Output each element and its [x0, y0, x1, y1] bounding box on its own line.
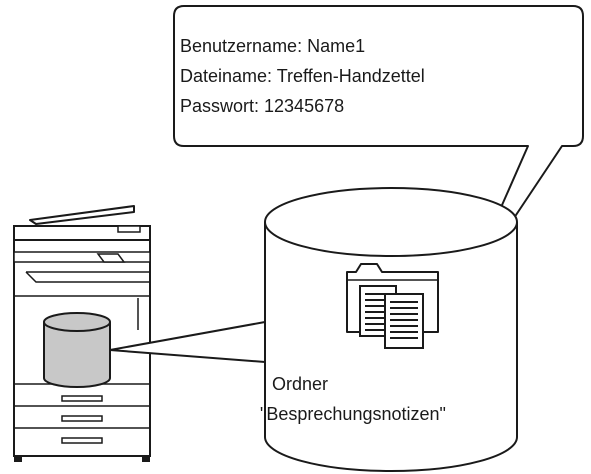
zoom-connector: [109, 321, 266, 363]
callout-username: Benutzername: Name1: [180, 36, 365, 56]
storage-cylinder-icon: [43, 312, 111, 388]
cylinder-top: [264, 187, 518, 257]
callout-password: Passwort: 12345678: [180, 96, 344, 116]
callout-filename: Dateiname: Treffen-Handzettel: [180, 66, 425, 86]
folder-label-title: Ordner: [272, 374, 328, 394]
speech-callout: Benutzername: Name1 Dateiname: Treffen-H…: [173, 5, 584, 297]
folder-documents-icon: [346, 263, 439, 349]
folder-label-name: "Besprechungsnotizen": [260, 404, 446, 424]
